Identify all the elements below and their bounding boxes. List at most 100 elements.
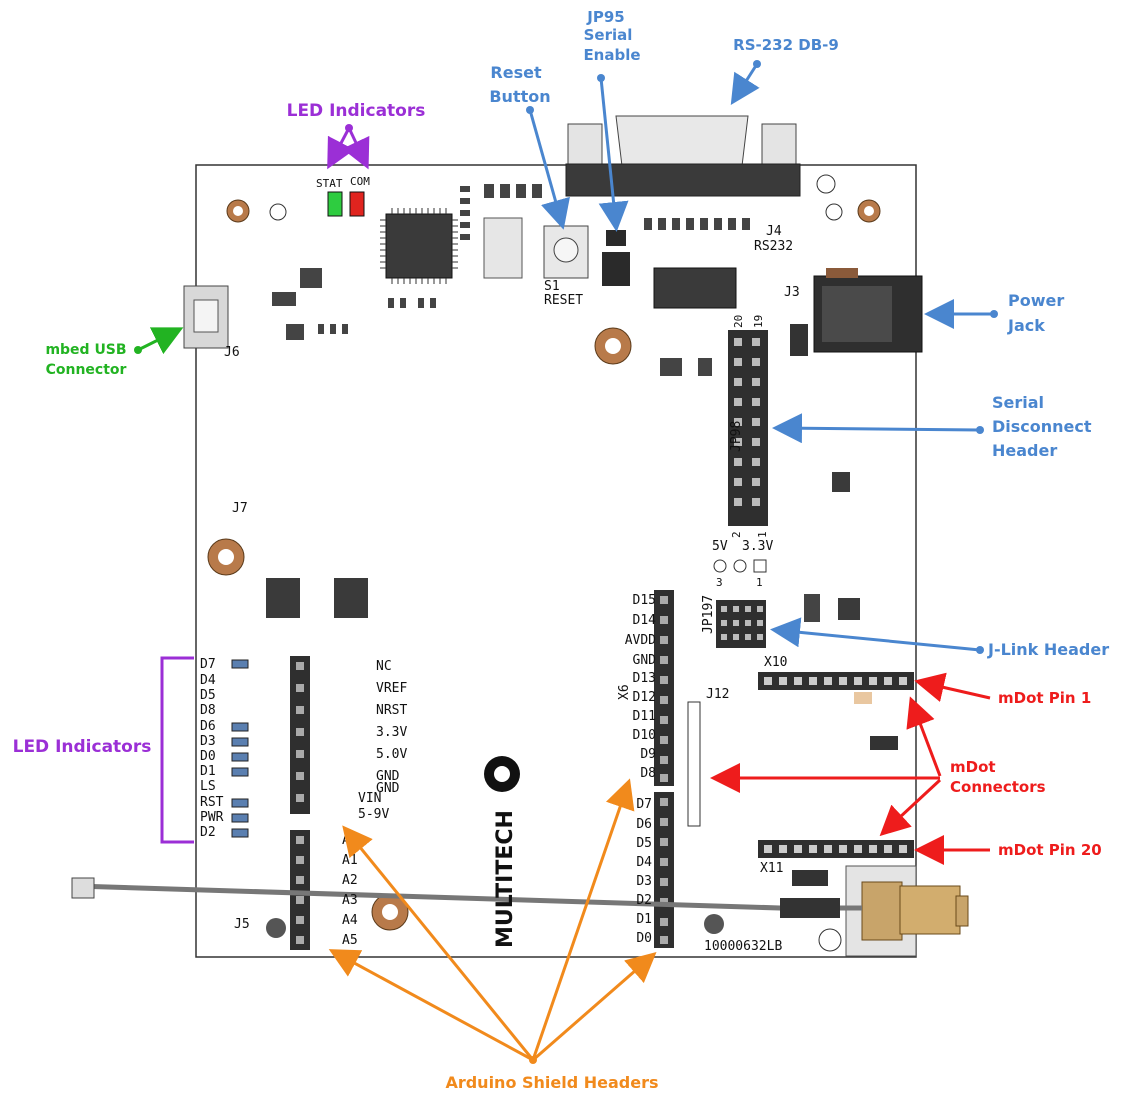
label-power-2: Jack: [1007, 316, 1045, 335]
silk-serial-number: 10000632LB: [704, 939, 782, 954]
analog-pin-label: A4: [342, 913, 358, 928]
silk-vin-1: VIN: [358, 791, 381, 806]
analog-pin-label: A1: [342, 853, 358, 868]
power-pin-label: GND: [376, 769, 400, 784]
arrow-led-stat: [327, 127, 355, 170]
digital-low-header: [654, 792, 674, 948]
serial-chip: [653, 267, 737, 309]
label-jp95-3: Enable: [583, 46, 640, 64]
analog-header: [290, 830, 310, 950]
led-label: D4: [200, 673, 216, 688]
power-pin-label: VREF: [376, 681, 407, 696]
silk-pin20: 20: [732, 315, 745, 328]
analog-pin-label: A2: [342, 873, 358, 888]
arrow-jp95: [598, 77, 629, 232]
silk-s1: S1: [544, 279, 560, 294]
digital-pin-label: D15: [633, 593, 656, 608]
com-led: [349, 191, 365, 217]
arrow-arduino-4: [532, 952, 657, 1062]
digital-pin-label: D8: [640, 766, 656, 781]
digital-high-labels: D15 D14 AVDD GND D13 D12 D11 D10 D9 D8: [625, 593, 656, 781]
label-mdot-pin1: mDot Pin 1: [998, 689, 1091, 707]
led-label: LS: [200, 779, 216, 794]
arrow-arduino-1: [342, 825, 535, 1061]
label-led-top: LED Indicators: [287, 101, 426, 121]
analog-pin-label: A3: [342, 893, 358, 908]
label-power-1: Power: [1008, 291, 1064, 310]
silk-j5: J5: [234, 917, 250, 932]
jp98-header: [728, 330, 768, 526]
led-label: D7: [200, 657, 216, 672]
silk-com: COM: [350, 175, 370, 188]
arrow-arduino-3: [531, 778, 635, 1061]
power-pin-labels: NC VREF NRST 3.3V 5.0V GND GND: [376, 659, 407, 796]
mcu-chip: [385, 213, 453, 279]
silk-5v: 5V: [712, 539, 728, 554]
jp197-pads: [713, 559, 767, 573]
digital-pin-label: D0: [636, 931, 652, 946]
label-jp95-1: JP95: [586, 8, 624, 26]
silk-jp1: 1: [756, 576, 763, 589]
arrow-serial-disc: [772, 413, 981, 444]
usb-connector: [183, 285, 229, 349]
arrow-led-com: [342, 127, 370, 170]
arrow-rs232: [730, 63, 760, 106]
silk-j12: J12: [706, 687, 729, 702]
silk-pin2: 2: [730, 531, 743, 538]
label-mdot-conn-1: mDot: [950, 758, 996, 776]
led-bracket: [160, 656, 194, 844]
label-rs232: RS-232 DB-9: [733, 36, 839, 54]
digital-pin-label: D11: [633, 709, 656, 724]
smd-components: [272, 184, 898, 886]
stat-led: [327, 191, 343, 217]
silk-jp197: JP197: [701, 595, 716, 634]
silk-vin-2: 5-9V: [358, 807, 389, 822]
silk-x6: X6: [617, 684, 632, 700]
sma-connector: [845, 865, 969, 957]
led-label: PWR: [200, 810, 224, 825]
label-jlink: J-Link Header: [987, 640, 1109, 659]
silk-jp98: JP98: [729, 421, 744, 452]
digital-pin-label: D12: [633, 690, 656, 705]
silk-x10: X10: [764, 655, 787, 670]
label-jp95-2: Serial: [584, 26, 633, 44]
silk-pin1: 1: [756, 531, 769, 538]
power-pin-label: NRST: [376, 703, 407, 718]
digital-pin-label: D14: [633, 613, 657, 628]
led-label: D1: [200, 764, 216, 779]
led-label: RST: [200, 795, 224, 810]
label-usb-1: mbed USB: [45, 342, 126, 358]
label-serial-disc-1: Serial: [992, 393, 1044, 412]
led-label: D6: [200, 719, 216, 734]
silk-j7: J7: [232, 501, 248, 516]
digital-pin-label: D2: [636, 893, 652, 908]
power-pin-label: GND: [376, 781, 400, 796]
soic-chip-1: [266, 578, 300, 618]
j12-header: [687, 701, 701, 827]
arrow-usb: [137, 327, 184, 355]
label-serial-disc-2: Disconnect: [992, 417, 1092, 436]
label-arduino: Arduino Shield Headers: [445, 1073, 658, 1092]
label-led-left: LED Indicators: [13, 737, 152, 757]
pcb-board: [195, 164, 917, 958]
led-pin-labels: D7 D4 D5 D8 D6 D3 D0 D1 LS RST PWR D2: [200, 657, 224, 840]
digital-pin-label: D9: [640, 747, 656, 762]
arrow-mdot-conn-top: [906, 696, 942, 777]
reset-button: [543, 225, 589, 279]
small-chip-2: [832, 472, 850, 492]
silk-brand: MULTITECH: [493, 810, 518, 948]
digital-pin-label: D5: [636, 836, 652, 851]
silk-x11: X11: [760, 861, 783, 876]
power-pin-label: 5.0V: [376, 747, 407, 762]
silk-3v3: 3.3V: [742, 539, 773, 554]
label-reset-1: Reset: [490, 63, 542, 82]
jlink-header-part: [716, 600, 766, 648]
silk-rs232: RS232: [754, 239, 793, 254]
led-label: D8: [200, 703, 216, 718]
screw-2: [704, 914, 724, 934]
digital-low-labels: D7 D6 D5 D4 D3 D2 D1 D0: [636, 797, 652, 946]
arrow-mdot-pin1: [914, 672, 991, 702]
arrow-reset: [528, 109, 570, 230]
digital-pin-label: D13: [633, 671, 656, 686]
